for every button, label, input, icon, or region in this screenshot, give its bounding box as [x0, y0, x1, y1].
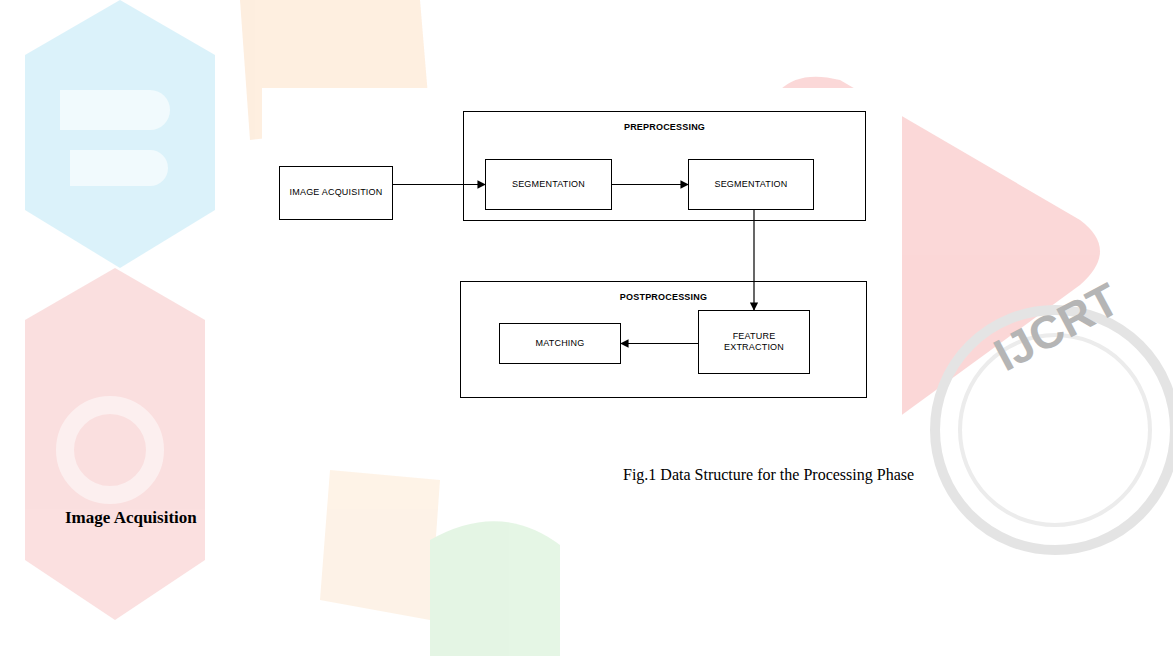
peach-shape [320, 470, 440, 620]
phase-box: PREPROCESSING SEGMENTATION SEGMENTATION [463, 111, 866, 221]
pink-hexagon [25, 268, 205, 620]
phase-heading: PREPROCESSING [464, 122, 865, 133]
box-label: FEATURE EXTRACTION [705, 331, 803, 354]
flow-arrow [753, 210, 754, 310]
figure-caption: Fig.1 Data Structure for the Processing … [623, 466, 914, 484]
stamp-ring [960, 335, 1150, 525]
box-label: SEGMENTATION [714, 179, 787, 190]
process-box: FEATURE EXTRACTION [698, 310, 810, 374]
phase-box: POSTPROCESSING MATCHING FEATURE EXTRACTION [460, 281, 867, 398]
process-box: SEGMENTATION [485, 159, 612, 210]
cyan-hexagon [25, 0, 215, 268]
gear-shape [65, 405, 155, 495]
box-label: IMAGE ACQUISITION [290, 187, 383, 198]
phase-heading: POSTPROCESSING [461, 292, 866, 303]
process-box: MATCHING [499, 323, 621, 364]
diagram-panel [262, 88, 902, 468]
flow-arrow [393, 184, 485, 185]
process-box: SEGMENTATION [688, 159, 814, 210]
hand-shape [60, 90, 170, 186]
flow-arrow [621, 343, 698, 344]
process-box: IMAGE ACQUISITION [279, 166, 393, 220]
section-heading: Image Acquisition [65, 508, 197, 528]
box-label: MATCHING [536, 338, 585, 349]
green-shape [430, 521, 560, 656]
flow-arrow [612, 184, 688, 185]
box-label: SEGMENTATION [512, 179, 585, 190]
